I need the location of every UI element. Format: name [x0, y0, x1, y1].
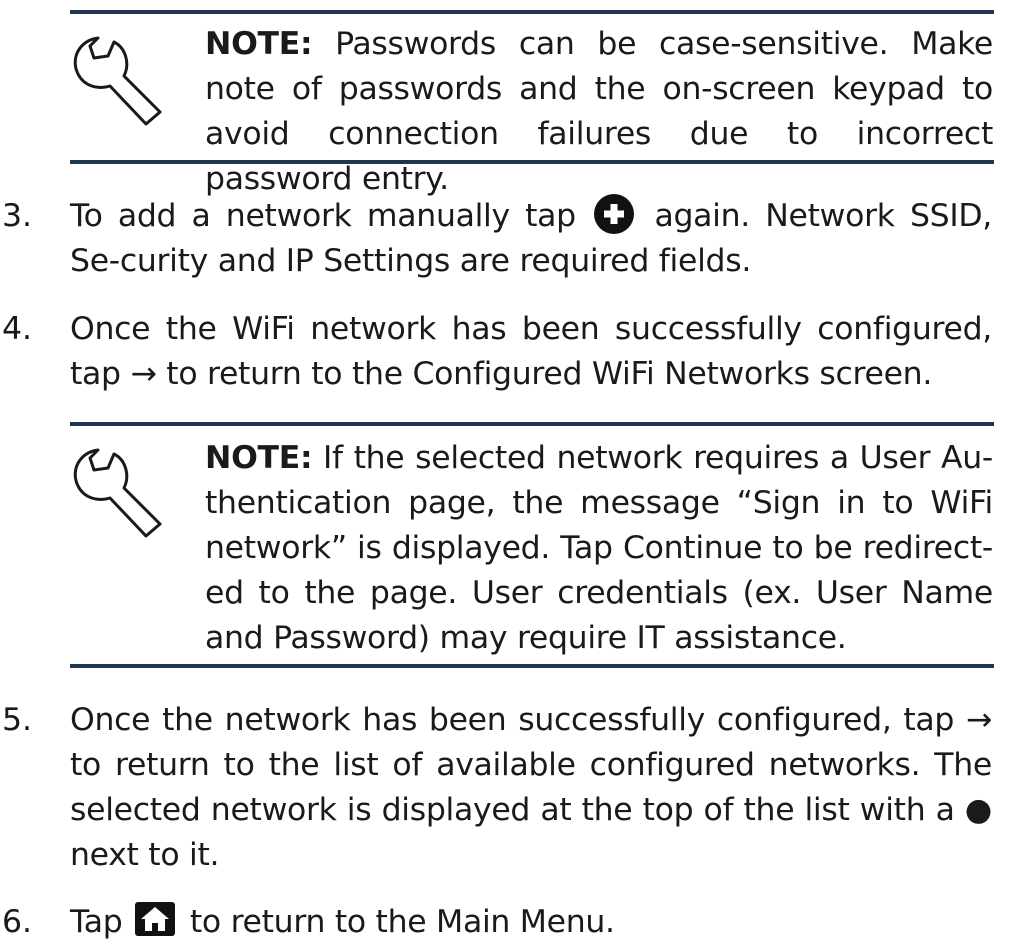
note1-top-rule: [70, 10, 994, 14]
arrow-right-icon: →: [965, 702, 992, 738]
step-text-part: again. Network SSID, Se-curity and IP Se…: [70, 198, 993, 279]
note2-body: If the selected network requires a User …: [205, 440, 993, 656]
step-text-part: Tap: [70, 904, 133, 940]
note2-text: NOTE: If the selected network requires a…: [205, 436, 993, 661]
bullet-dot-icon: ●: [964, 792, 992, 828]
note1-text: NOTE: Passwords can be case-sensitive. M…: [205, 22, 993, 202]
note2-bottom-rule: [70, 664, 994, 668]
step-text-part: to return to the Main Menu.: [180, 904, 615, 940]
wrench-icon: [73, 448, 162, 538]
note1-bottom-rule: [70, 160, 994, 164]
step-number: 4.: [2, 311, 33, 347]
step-text: Once the network has been successfully c…: [70, 698, 992, 878]
plus-circle-icon: [594, 194, 635, 234]
step-number: 6.: [2, 904, 33, 940]
step-text-part: Once the network has been successfully c…: [70, 702, 966, 738]
step-text-part: To add a network manually tap: [70, 198, 592, 234]
note1-body: Passwords can be case-sensitive. Make no…: [205, 26, 993, 197]
step-text-part: to return to the list of available confi…: [70, 747, 992, 828]
step-text: Tap to return to the Main Menu.: [70, 900, 992, 945]
step-text: To add a network manually tap again. Net…: [70, 194, 992, 284]
note2-top-rule: [70, 422, 994, 426]
step-text-part: to return to the Configured WiFi Network…: [156, 356, 933, 392]
step-number: 3.: [2, 198, 33, 234]
wrench-icon: [73, 36, 162, 126]
step-number: 5.: [2, 702, 33, 738]
step-text-part: next to it.: [70, 837, 220, 873]
note1-label: NOTE:: [205, 26, 313, 62]
home-icon: [135, 902, 176, 936]
step-text-part: Once the WiFi network has been successfu…: [70, 311, 992, 392]
arrow-right-icon: →: [130, 356, 157, 392]
note2-label: NOTE:: [205, 440, 313, 476]
step-text: Once the WiFi network has been successfu…: [70, 307, 992, 397]
